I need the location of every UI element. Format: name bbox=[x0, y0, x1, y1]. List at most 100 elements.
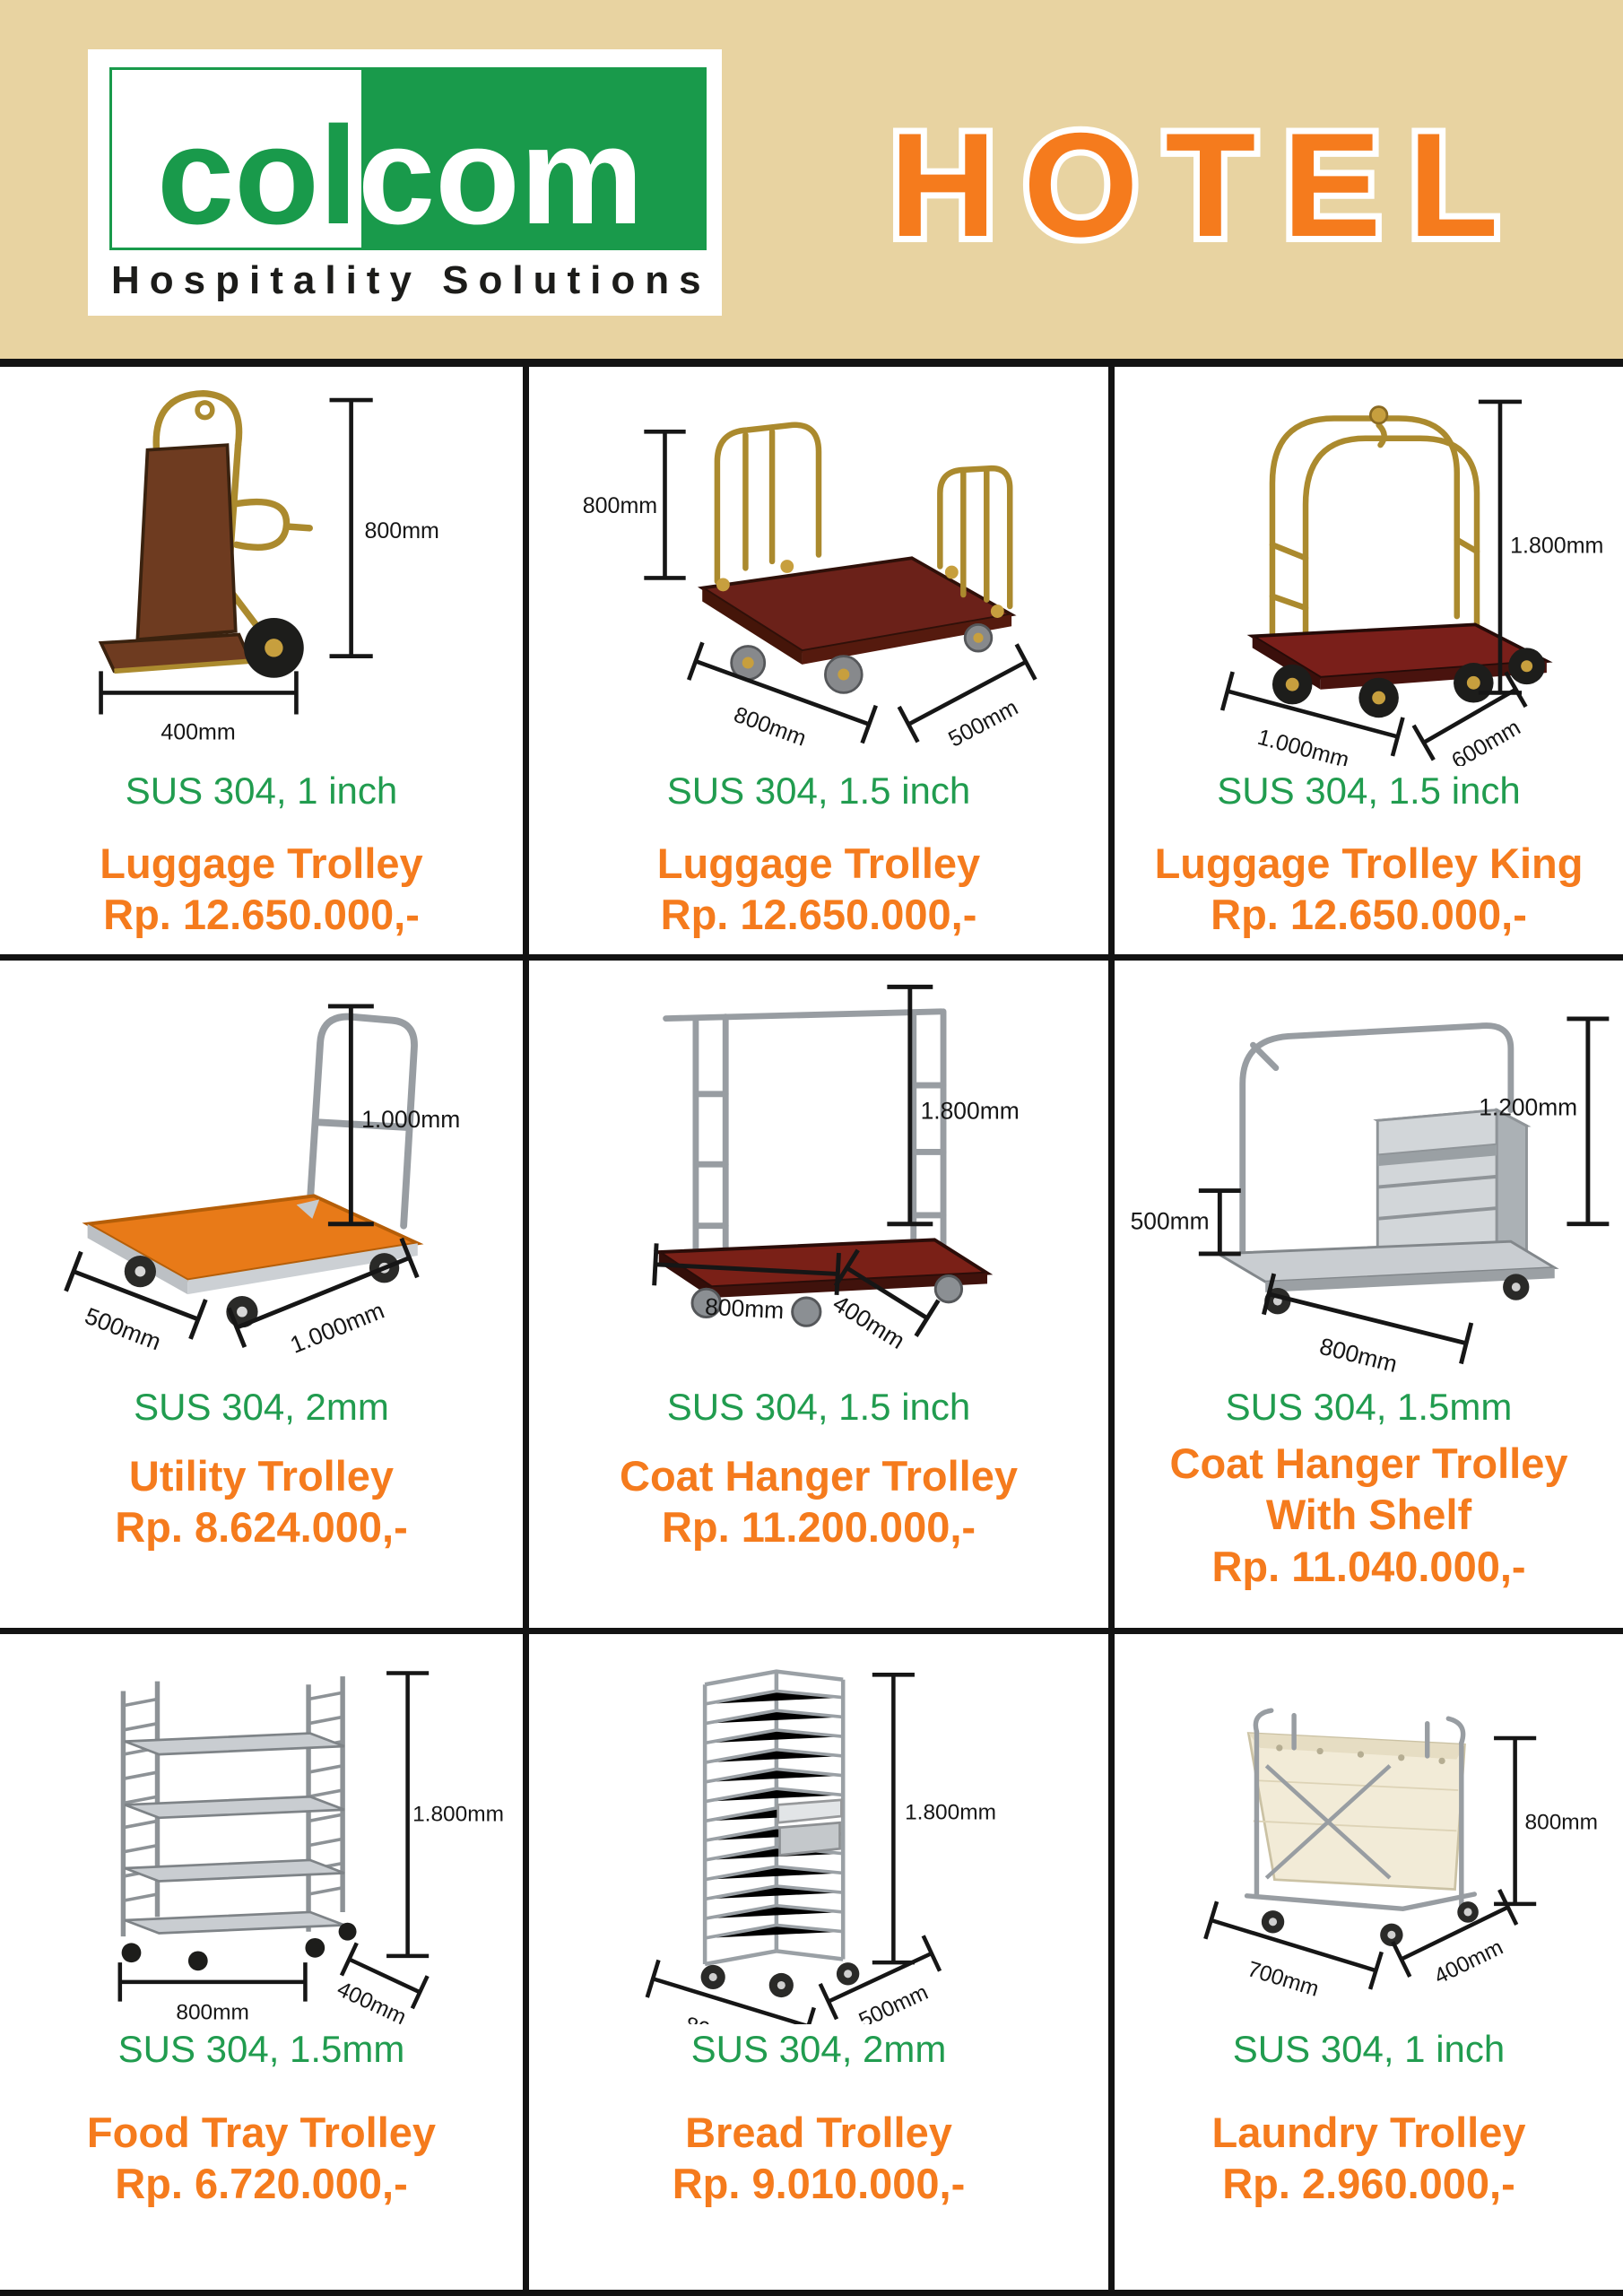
post-sockets bbox=[716, 560, 1004, 618]
length-dim-line: 700mm bbox=[1203, 1900, 1384, 2002]
dim-label-height: 1.200mm bbox=[1479, 1093, 1577, 1120]
height-dim-line bbox=[1567, 1016, 1610, 1227]
product-name: Laundry Trolley bbox=[1211, 2109, 1526, 2156]
product-card-luggage-trolley-king: 1.800mm 1.000mm 600mm SUS 304, 1.5 inch … bbox=[1115, 367, 1623, 961]
logo-tagline: Hospitality Solutions bbox=[111, 258, 711, 302]
bread-trolley-illustration: 1.800mm 800mm 500mm bbox=[645, 1669, 996, 2024]
product-name: Bread Trolley bbox=[685, 2109, 952, 2156]
dim-label-height: 1.800mm bbox=[412, 1802, 504, 1826]
figure-laundry-trolley: 800mm 700mm 400mm bbox=[1115, 1634, 1623, 2024]
rivets bbox=[1276, 1744, 1445, 1764]
product-card-utility-trolley: 1.000mm 500mm 1.000mm SUS 304, 2mm Utili… bbox=[0, 961, 529, 1634]
figure-utility-trolley: 1.000mm 500mm 1.000mm bbox=[0, 961, 523, 1382]
dim-label-platform-height: 500mm bbox=[1131, 1208, 1210, 1235]
inserted-tray bbox=[777, 1798, 843, 1824]
logo-wordmark: colcom bbox=[157, 106, 644, 245]
dim-label-width: 400mm bbox=[161, 719, 235, 744]
dim-label-length: 1.000mm bbox=[286, 1297, 387, 1359]
rack-rungs bbox=[123, 1691, 343, 1903]
page-title-outline: HOTEL bbox=[883, 102, 1526, 267]
product-name: Utility Trolley bbox=[128, 1452, 395, 1500]
dim-label-height: 800mm bbox=[1525, 1811, 1599, 1835]
colcom-logo-mark: colcom bbox=[109, 67, 707, 250]
product-price: Rp. 8.624.000,- bbox=[115, 1503, 408, 1552]
dim-label-depth: 500mm bbox=[855, 1980, 932, 2024]
figure-luggage-trolley-1: 800mm 400mm bbox=[0, 367, 523, 766]
product-card-coat-hanger-trolley: 1.800mm 800mm 400mm SUS 304, 1.5 inch Co… bbox=[529, 961, 1115, 1634]
brass-rails bbox=[714, 422, 1013, 610]
dim-label-height: 1.800mm bbox=[1510, 534, 1603, 559]
product-price: Rp. 11.200.000,- bbox=[661, 1503, 976, 1552]
product-name: Luggage Trolley bbox=[100, 839, 423, 887]
coat-hanger-shelf-trolley-illustration: 1.200mm 500mm 800mm bbox=[1131, 1016, 1610, 1378]
chrome-posts bbox=[1244, 1708, 1478, 1912]
platform-edge bbox=[1265, 1267, 1555, 1292]
height-dim-line bbox=[1494, 1735, 1537, 1907]
luggage-hand-truck-illustration: 800mm 400mm bbox=[98, 389, 439, 744]
page-title: HOTEL HOTEL bbox=[883, 102, 1526, 267]
dim-label-depth: 500mm bbox=[944, 695, 1022, 752]
length-dim-line: 800mm bbox=[652, 1243, 841, 1325]
x-brace bbox=[1264, 1764, 1392, 1880]
dim-label-length: 800mm bbox=[731, 702, 810, 752]
logo-green-block bbox=[361, 67, 707, 250]
product-card-coat-hanger-trolley-with-shelf: 1.200mm 500mm 800mm SUS 304, 1.5mm Coat … bbox=[1115, 961, 1623, 1634]
product-name-line2: With Shelf bbox=[1265, 1491, 1472, 1539]
deck-edge-left bbox=[702, 587, 803, 665]
product-card-luggage-trolley-1: 800mm 400mm SUS 304, 1 inch Luggage Trol… bbox=[0, 367, 529, 961]
platform bbox=[1213, 1239, 1559, 1283]
product-spec: SUS 304, 2mm bbox=[690, 2028, 947, 2070]
wheel-hub bbox=[265, 639, 283, 657]
casters bbox=[690, 1274, 964, 1327]
logo-word-right: com bbox=[357, 98, 644, 253]
dim-label-height: 800mm bbox=[364, 518, 438, 544]
chrome-frame bbox=[663, 1008, 947, 1256]
dim-label-length: 800mm bbox=[1317, 1333, 1401, 1378]
colcom-logo: colcom Hospitality Solutions bbox=[88, 49, 722, 316]
page-title-text: HOTEL bbox=[890, 102, 1526, 267]
product-price: Rp. 2.960.000,- bbox=[1222, 2160, 1515, 2208]
height-dim-line bbox=[327, 1004, 374, 1227]
back-pad bbox=[135, 443, 238, 642]
tray-rails bbox=[704, 1689, 844, 1940]
casters bbox=[700, 1962, 860, 1998]
figure-coat-hanger-trolley: 1.800mm 800mm 400mm bbox=[529, 961, 1108, 1382]
bag-rim bbox=[1248, 1733, 1465, 1760]
height-dim-line bbox=[1478, 399, 1523, 695]
figure-luggage-trolley-king: 1.800mm 1.000mm 600mm bbox=[1115, 367, 1623, 766]
hook bbox=[195, 400, 215, 421]
dim-label-length: 800mm bbox=[682, 2013, 759, 2024]
dim-label-length: 800mm bbox=[176, 2001, 249, 2024]
product-card-luggage-trolley-2: 800mm 800mm 500mm SUS 304, 1.5 inch Lugg… bbox=[529, 367, 1115, 961]
dim-label-length: 700mm bbox=[1245, 1957, 1322, 2002]
dim-label-height: 1.800mm bbox=[905, 1801, 996, 1825]
product-price: Rp. 12.650.000,- bbox=[103, 891, 420, 939]
page-header: colcom Hospitality Solutions HOTEL HOTEL bbox=[0, 0, 1623, 359]
platform-height-dim-line bbox=[1198, 1188, 1241, 1257]
dim-label-length: 1.000mm bbox=[1254, 725, 1351, 766]
food-tray-trolley-illustration: 1.800mm 400mm 800mm bbox=[117, 1671, 504, 2024]
width-dim-line bbox=[99, 671, 299, 715]
product-price: Rp. 12.650.000,- bbox=[1211, 891, 1527, 939]
dim-label-length: 800mm bbox=[704, 1293, 785, 1325]
product-spec: SUS 304, 1.5mm bbox=[117, 2028, 405, 2070]
tray bbox=[1377, 1144, 1497, 1167]
coat-hanger-trolley-illustration: 1.800mm 800mm 400mm bbox=[652, 984, 1020, 1354]
dim-label-height: 1.800mm bbox=[921, 1097, 1020, 1124]
height-dim-line bbox=[386, 1671, 430, 1959]
height-dim-line bbox=[644, 429, 686, 580]
product-name: Coat Hanger Trolley bbox=[620, 1452, 1018, 1500]
figure-food-tray-trolley: 1.800mm 400mm 800mm bbox=[0, 1634, 523, 2024]
logo-word-left: col bbox=[157, 98, 358, 253]
product-spec: SUS 304, 1.5 inch bbox=[666, 1386, 971, 1428]
figure-luggage-trolley-2: 800mm 800mm 500mm bbox=[529, 367, 1108, 766]
birdcage-trolley-illustration: 1.800mm 1.000mm 600mm bbox=[1219, 399, 1603, 766]
product-name: Luggage Trolley bbox=[656, 839, 981, 887]
product-name: Coat Hanger Trolley bbox=[1169, 1439, 1568, 1487]
chrome-frame bbox=[1239, 1022, 1515, 1257]
platform-trolley-illustration: 800mm 800mm 500mm bbox=[583, 422, 1037, 752]
dim-label-depth: 400mm bbox=[1430, 1935, 1506, 1989]
brass-arches bbox=[1269, 415, 1480, 659]
figure-bread-trolley: 1.800mm 800mm 500mm bbox=[529, 1634, 1108, 2024]
